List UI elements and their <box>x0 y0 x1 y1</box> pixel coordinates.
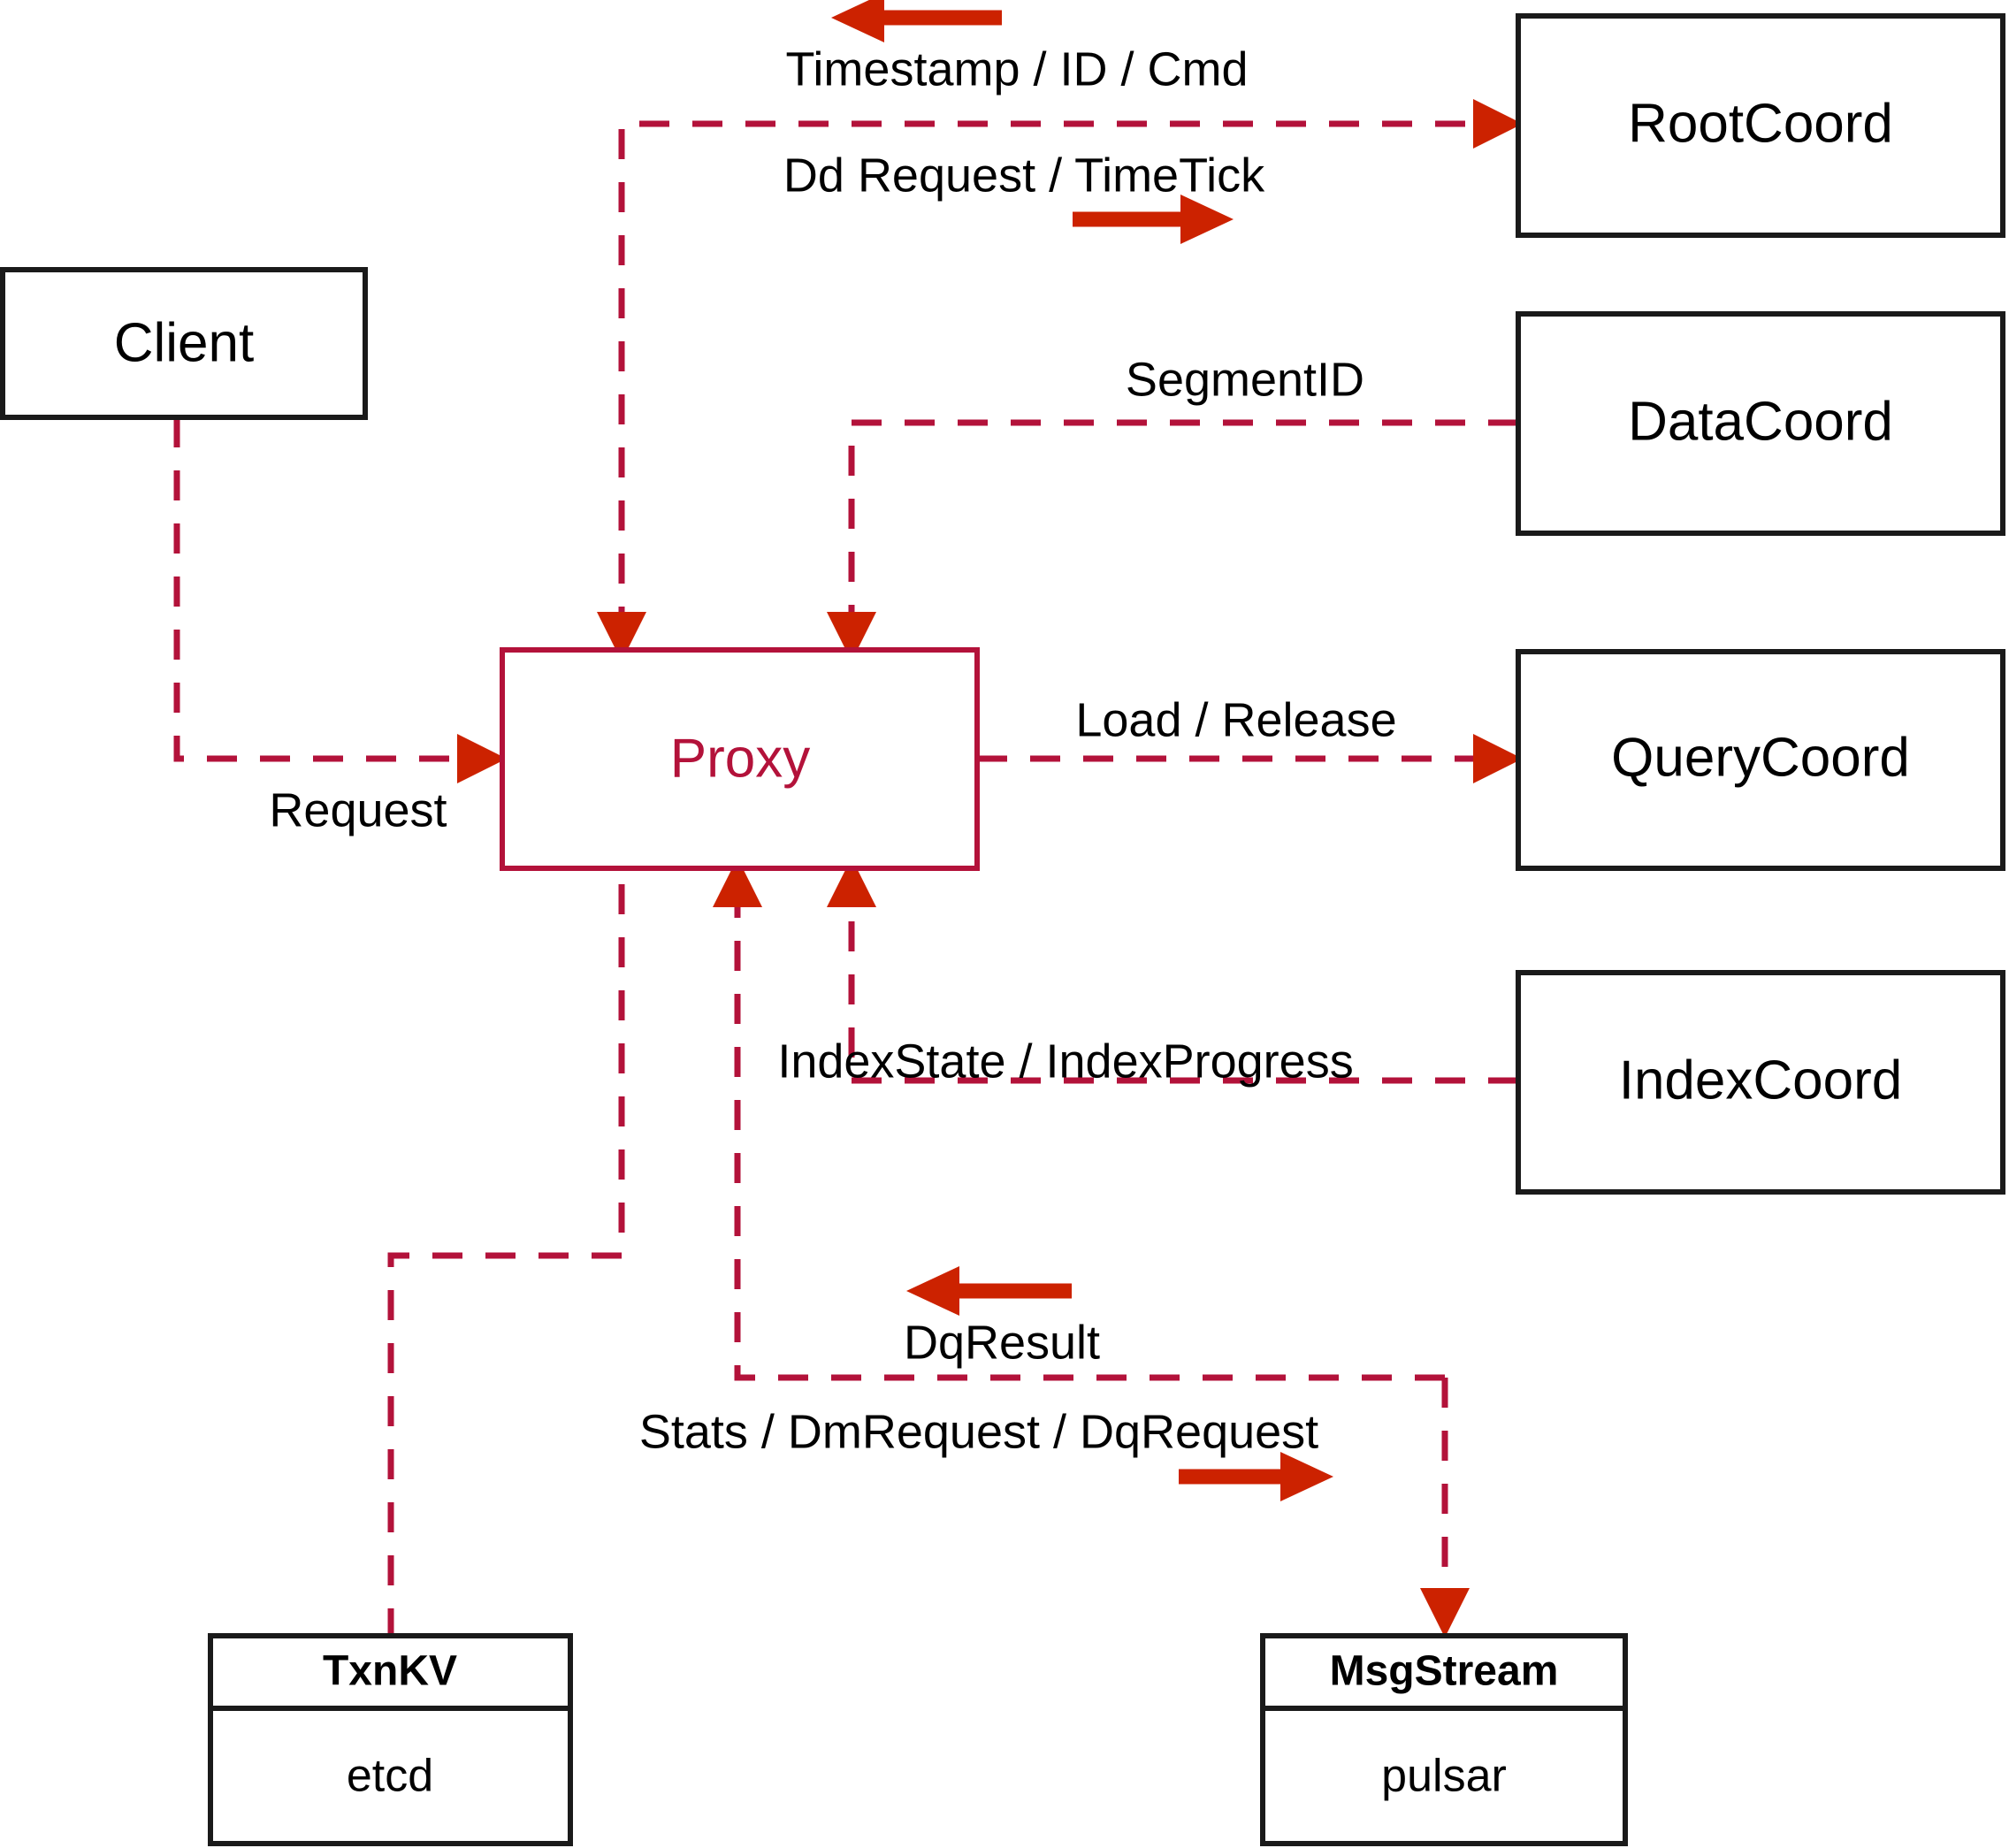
edge-label-request: Request <box>269 783 447 836</box>
flow-client-to-proxy <box>173 417 477 762</box>
direction-indicator-ddrequest-rightward <box>1073 195 1234 244</box>
node-msgstream-impl: pulsar <box>1381 1751 1507 1802</box>
direction-indicator-stats-rightward <box>1179 1452 1333 1501</box>
node-msgstream[interactable]: MsgStream pulsar <box>1260 1633 1628 1846</box>
flow-indexcoord-to-proxy <box>848 884 1518 1084</box>
direction-indicator-dqresult-leftward <box>906 1266 1072 1316</box>
edge-label-timestamp-id-cmd: Timestamp / ID / Cmd <box>785 42 1248 95</box>
flow-datacoord-to-proxy <box>848 419 1518 635</box>
node-rootcoord[interactable]: RootCoord <box>1516 13 2005 238</box>
direction-indicator-timestamp-leftward <box>831 0 1002 42</box>
node-txnkv-title: TxnKV <box>323 1648 457 1695</box>
edge-label-dq-result: DqResult <box>904 1316 1100 1369</box>
node-txnkv[interactable]: TxnKV etcd <box>208 1633 573 1846</box>
node-client[interactable]: Client <box>0 267 368 420</box>
node-datacoord-label: DataCoord <box>1628 391 1893 452</box>
node-querycoord[interactable]: QueryCoord <box>1516 649 2005 871</box>
arrowhead-rootcoord-to-proxy <box>597 612 646 661</box>
node-indexcoord[interactable]: IndexCoord <box>1516 970 2005 1195</box>
node-rootcoord-label: RootCoord <box>1628 93 1893 154</box>
arrowhead-proxy-to-msgstream <box>1420 1588 1470 1638</box>
flow-proxy-to-txnkv <box>387 884 625 1636</box>
node-msgstream-title: MsgStream <box>1330 1648 1559 1695</box>
arrowhead-proxy-to-rootcoord <box>1473 99 1523 149</box>
arrowhead-proxy-to-querycoord <box>1473 734 1523 783</box>
edge-label-load-release: Load / Release <box>1075 693 1396 746</box>
node-proxy-label: Proxy <box>670 728 810 789</box>
arrowhead-indexcoord-to-proxy <box>827 858 876 907</box>
edge-label-stats-dm-dq-request: Stats / DmRequest / DqRequest <box>639 1405 1318 1458</box>
arrowhead-datacoord-to-proxy <box>827 612 876 661</box>
edge-label-index-state-progress: IndexState / IndexProgress <box>777 1035 1353 1088</box>
node-indexcoord-label: IndexCoord <box>1619 1050 1903 1111</box>
flow-msgstream-to-proxy <box>734 884 1445 1381</box>
node-datacoord[interactable]: DataCoord <box>1516 311 2005 536</box>
edge-label-dd-request-timetick: Dd Request / TimeTick <box>783 149 1265 202</box>
node-proxy[interactable]: Proxy <box>500 647 980 871</box>
node-client-label: Client <box>114 312 255 373</box>
node-txnkv-impl: etcd <box>347 1751 433 1802</box>
arrowhead-client-to-proxy <box>457 734 507 783</box>
arrowhead-msgstream-to-proxy <box>713 858 762 907</box>
edge-label-segment-id: SegmentID <box>1126 353 1364 406</box>
flow-rootcoord-to-proxy <box>618 120 1518 635</box>
node-querycoord-label: QueryCoord <box>1611 727 1910 788</box>
